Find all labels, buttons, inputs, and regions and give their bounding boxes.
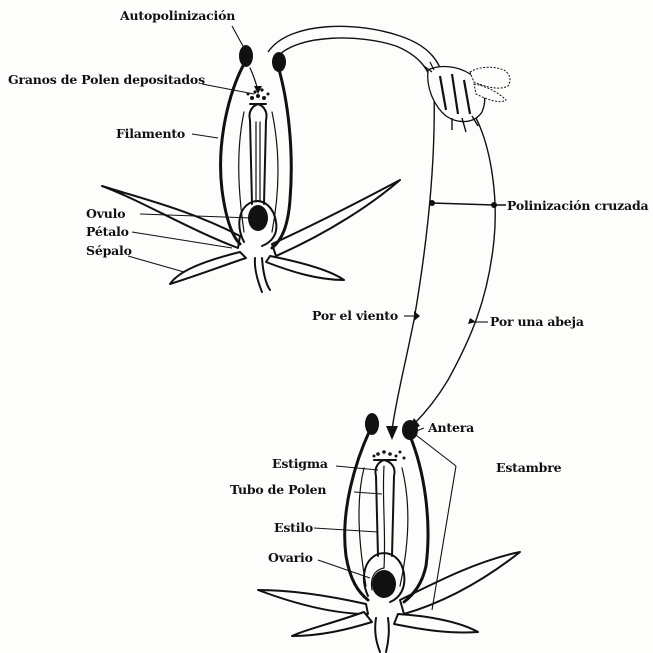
- bottom-inner-stamen-right: [400, 468, 408, 586]
- top-sepal-right: [266, 256, 344, 280]
- bottom-filament-left: [345, 430, 370, 600]
- leader-autopolinizacion: [232, 26, 244, 48]
- label-por-una-abeja: Por una abeja: [490, 314, 584, 329]
- top-anther-left: [239, 45, 253, 67]
- bottom-pollen-grains: [373, 450, 406, 459]
- bottom-sepal-right: [394, 614, 478, 633]
- label-estambre: Estambre: [496, 460, 562, 475]
- top-inner-stamen-left: [239, 112, 244, 232]
- bottom-petal-right: [400, 552, 520, 614]
- top-sepal-left: [170, 252, 246, 284]
- leader-filamento: [192, 134, 218, 138]
- wind-path: [392, 90, 434, 430]
- label-granos-polen: Granos de Polen depositados: [8, 72, 205, 87]
- arch-inner: [278, 38, 434, 90]
- bottom-sepal-left: [292, 612, 372, 636]
- bee-path: [414, 118, 495, 424]
- arch-outer: [268, 26, 444, 80]
- label-ovulo: Ovulo: [86, 206, 125, 221]
- bee-icon: [424, 62, 510, 132]
- label-filamento: Filamento: [116, 126, 185, 141]
- label-petalo: Pétalo: [86, 224, 129, 239]
- wind-label-arrow: [414, 311, 420, 321]
- labels: Autopolinización Granos de Polen deposit…: [8, 8, 648, 565]
- top-style: [249, 104, 266, 204]
- bottom-ovule: [372, 570, 396, 598]
- bottom-stem: [375, 618, 389, 652]
- top-style-inner: [256, 122, 260, 200]
- leader-sepalo: [128, 256, 184, 272]
- label-sepalo: Sépalo: [86, 243, 132, 258]
- bottom-petal-left: [258, 590, 368, 614]
- label-tubo-polen: Tubo de Polen: [230, 482, 326, 497]
- bottom-anther-left: [365, 413, 379, 435]
- label-ovario: Ovario: [268, 550, 313, 565]
- label-por-el-viento: Por el viento: [312, 308, 398, 323]
- label-estigma: Estigma: [272, 456, 328, 471]
- label-polinizacion-cruzada: Polinización cruzada: [507, 198, 648, 213]
- wind-arrowhead: [386, 426, 398, 440]
- label-estilo: Estilo: [274, 520, 313, 535]
- label-antera: Antera: [427, 420, 474, 435]
- label-autopolinizacion: Autopolinización: [119, 8, 235, 23]
- bottom-anther-right: [402, 420, 418, 440]
- leader-granos-polen: [202, 84, 254, 94]
- leader-tubo-polen: [354, 492, 382, 494]
